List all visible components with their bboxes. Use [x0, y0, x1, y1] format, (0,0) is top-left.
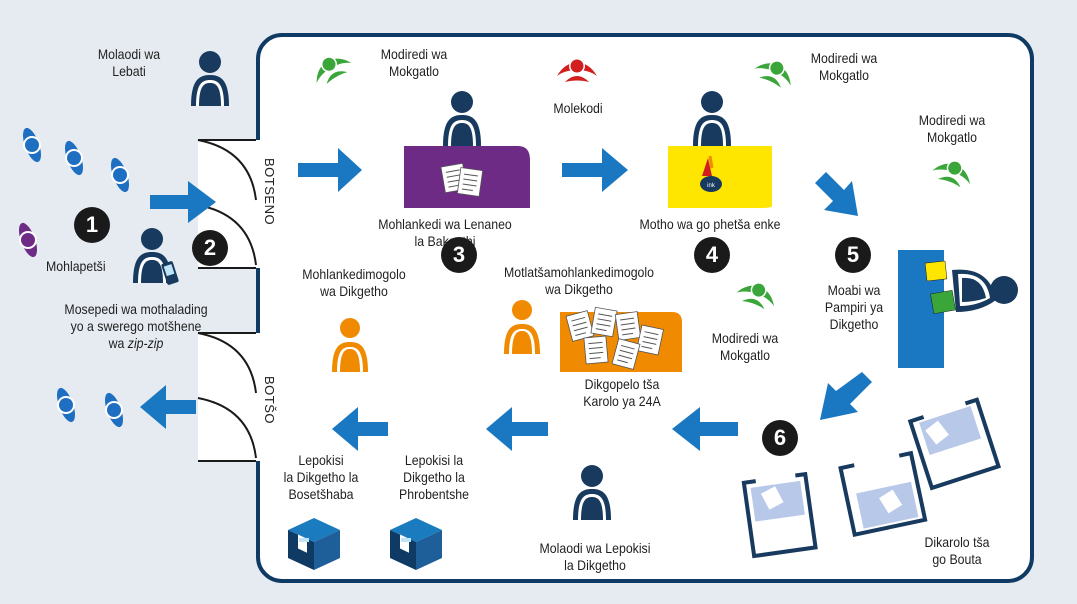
arrow-enter [150, 181, 216, 223]
arrow-to-box-1 [672, 407, 738, 451]
step-6-badge: 6 [762, 420, 798, 456]
entrance-label: BOTSENO [262, 158, 277, 226]
step-1-badge: 1 [74, 207, 110, 243]
arrow-to-desk-1 [298, 148, 362, 192]
queue-walker-person [133, 228, 179, 285]
queue-controller-label: Mohlapetši [46, 258, 106, 274]
deputy-presiding-officer [504, 300, 682, 372]
ink-badge-text: ink [707, 183, 716, 189]
voting-booths [741, 397, 1002, 559]
door-controller-person [191, 51, 229, 106]
voters-roll-desk [404, 91, 530, 208]
arrow-to-booths [820, 372, 872, 420]
observer-label: Molekodi [553, 100, 603, 116]
arrow-to-box-3 [332, 407, 388, 451]
arrow-to-ballot [815, 172, 858, 216]
exit-doors [197, 332, 260, 462]
queue-voters [19, 125, 133, 195]
national-ballot-box [288, 518, 340, 570]
ballot-boxes [288, 518, 442, 570]
step-3-badge: 3 [441, 237, 477, 273]
flow-arrows [140, 148, 872, 451]
step-4-badge: 4 [694, 237, 730, 273]
observer-icon [557, 58, 597, 82]
arrow-to-box-2 [486, 407, 548, 451]
arrow-to-desk-2 [562, 148, 628, 192]
presiding-officer-person [332, 318, 368, 372]
arrow-exit [140, 385, 196, 429]
provincial-ballot-box [390, 518, 442, 570]
purple-voter [15, 220, 41, 260]
step-2-badge: 2 [192, 230, 228, 266]
exiting-voters [53, 385, 127, 430]
inker-desk: ink [668, 91, 772, 208]
inker-label: Motho wa go phetša enke [639, 216, 781, 232]
exit-label: BOTŠO [262, 376, 277, 425]
ballot-box-controller-person [573, 465, 611, 520]
queue-walker-label: Mosepedi wa mothalading yo a swerego mot… [64, 301, 208, 351]
ballot-issuer-desk [898, 250, 1018, 368]
step-5-badge: 5 [835, 237, 871, 273]
